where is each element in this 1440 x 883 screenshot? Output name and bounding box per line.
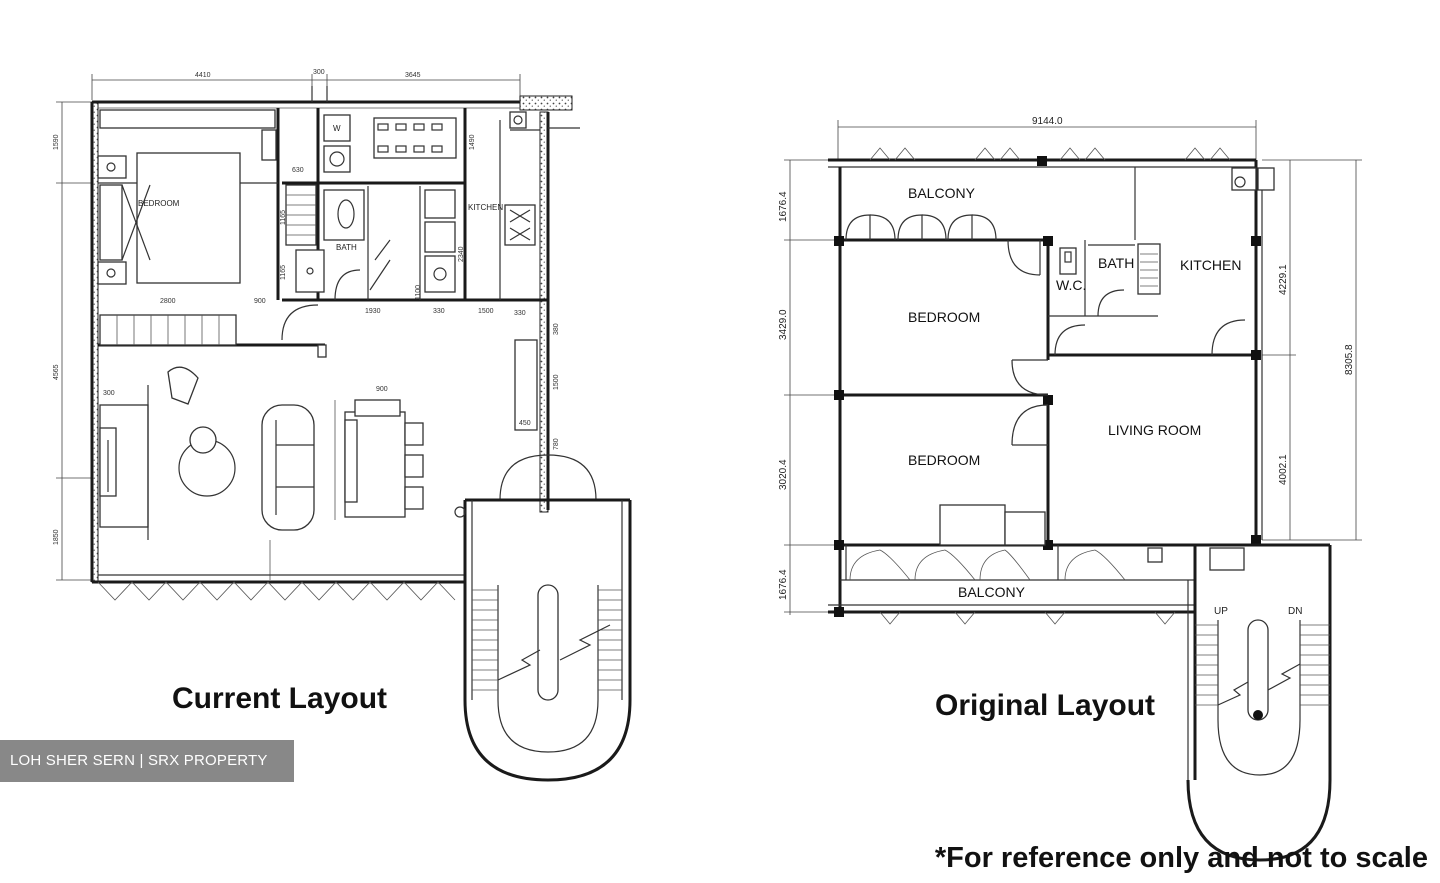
current-utility: W 1490 (323, 114, 476, 173)
original-top-dimension: 9144.0 (837, 116, 1257, 160)
original-rooms: BEDROOM BEDROOM LIVING ROOM BATH W.C. KI… (908, 167, 1275, 546)
dim-left-a: 1590 (53, 134, 60, 150)
original-layout-plan: 9144.0 1676.4 3429.0 3020.4 1676.4 4229.… (778, 116, 1362, 862)
dim-1100: 1100 (415, 285, 422, 300)
dim-900: 900 (254, 298, 266, 305)
dim-300: 300 (103, 390, 115, 397)
original-left-dim-2: 3429.0 (778, 309, 789, 340)
current-kitchen-label: KITCHEN (468, 203, 503, 212)
dim-left-b: 4565 (53, 364, 60, 380)
original-bath-label: BATH (1098, 255, 1134, 271)
dim-top-b: 300 (313, 69, 325, 76)
current-top-dimensions: 4410 300 3645 (91, 69, 521, 100)
current-layout-plan: 4410 300 3645 1590 4565 1850 (53, 69, 632, 782)
dim-1930: 1930 (365, 308, 381, 315)
dim-780: 780 (553, 438, 560, 450)
original-stair-dn-label: DN (1288, 606, 1302, 617)
current-left-dimensions: 1590 4565 1850 (53, 101, 92, 581)
original-width-dim: 9144.0 (1032, 116, 1063, 127)
current-outer-walls (90, 86, 580, 584)
dim-330-a: 330 (433, 308, 445, 315)
dim-1500: 1500 (478, 308, 494, 315)
original-living-room-label: LIVING ROOM (1108, 422, 1201, 438)
original-bottom-balcony: BALCONY (849, 545, 1245, 625)
original-layout-title: Original Layout (935, 689, 1155, 722)
original-left-dim-3: 3020.4 (778, 459, 789, 490)
washer-label: W (333, 124, 341, 133)
original-balcony-bottom-label: BALCONY (958, 584, 1026, 600)
original-balcony-top-label: BALCONY (908, 185, 976, 201)
original-walls (828, 156, 1263, 617)
agency-watermark: LOH SHER SERN | SRX PROPERTY (0, 740, 294, 782)
dim-330-b: 330 (514, 310, 526, 317)
dim-1500b: 1500 (553, 374, 560, 390)
scale-disclaimer: *For reference only and not to scale (934, 842, 1428, 874)
original-left-dimensions: 1676.4 3429.0 3020.4 1676.4 (778, 159, 840, 615)
original-left-dim-1: 1676.4 (778, 191, 789, 222)
original-kitchen-label: KITCHEN (1180, 257, 1241, 273)
original-right-dim-total: 8305.8 (1344, 344, 1355, 375)
dim-2800: 2800 (160, 298, 176, 305)
current-bath-label: BATH (336, 243, 357, 252)
dim-1490: 1490 (469, 134, 476, 150)
original-top-glazing (869, 147, 1231, 161)
dim-380: 380 (553, 323, 560, 335)
dim-1165b: 1165 (280, 265, 287, 280)
original-bedroom-a-label: BEDROOM (908, 309, 980, 325)
dim-450: 450 (519, 420, 531, 427)
original-right-dim-1: 4229.1 (1278, 264, 1289, 295)
dim-top-a: 4410 (195, 72, 211, 79)
original-wc-label: W.C. (1056, 277, 1086, 293)
dim-900b: 900 (376, 386, 388, 393)
current-stair (454, 454, 632, 782)
original-bedroom-b-label: BEDROOM (908, 452, 980, 468)
dim-1165: 1165 (280, 210, 287, 225)
original-stair: UP DN (1186, 543, 1332, 862)
dim-630: 630 (292, 167, 304, 174)
dim-left-c: 1850 (53, 529, 60, 545)
current-kitchen: KITCHEN 2340 (424, 111, 536, 293)
dim-2340: 2340 (458, 246, 465, 262)
current-bottom-glazing (97, 581, 456, 601)
current-living-area: 300 900 380 1500 450 780 330 (98, 310, 560, 580)
current-bedroom: BEDROOM 2800 900 630 1165 1165 (97, 109, 319, 346)
current-bath: BATH 1930 330 1500 1100 (295, 189, 494, 315)
current-bedroom-label: BEDROOM (138, 199, 180, 208)
original-right-dim-2: 4002.1 (1278, 454, 1289, 485)
current-layout-title: Current Layout (172, 682, 387, 715)
original-right-dimensions: 4229.1 4002.1 8305.8 (1262, 159, 1362, 541)
original-stair-up-label: UP (1214, 606, 1228, 617)
dim-top-c: 3645 (405, 72, 421, 79)
original-balcony-doors-top: BALCONY (845, 185, 997, 241)
original-left-dim-4: 1676.4 (778, 569, 789, 600)
